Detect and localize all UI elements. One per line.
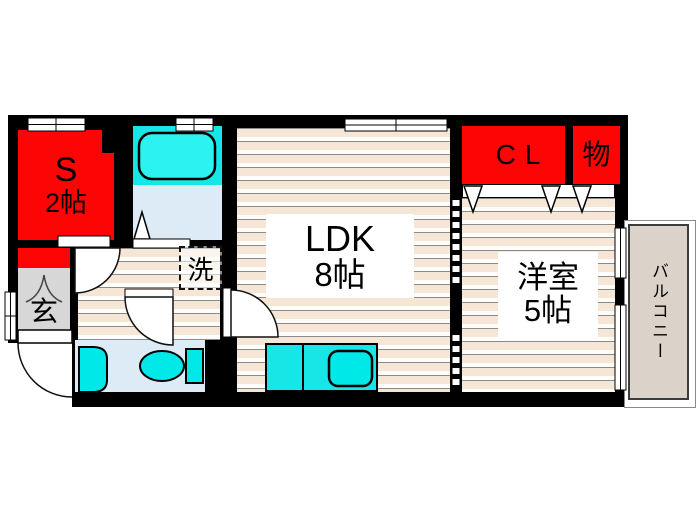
closet-cl xyxy=(462,126,565,184)
wall-notch xyxy=(102,130,114,153)
room-western-label: 洋室 5帖 xyxy=(498,252,598,338)
bathroom-upper xyxy=(133,126,222,185)
closet-door-track xyxy=(462,184,615,198)
room-ldk-name: LDK xyxy=(304,217,376,259)
balcony-label: バルコニー xyxy=(649,262,668,362)
shoe-cabinet xyxy=(18,248,70,268)
room-s-label: S 2帖 xyxy=(18,140,114,230)
wall-genkan xyxy=(70,248,78,340)
genkan-label: 玄 xyxy=(29,295,58,327)
room-s-name: S xyxy=(54,150,78,189)
room-western-size: 5帖 xyxy=(523,293,573,328)
balcony-floor: バルコニー xyxy=(628,224,689,400)
toilet-room xyxy=(75,340,205,392)
room-ldk-label: LDK 8帖 xyxy=(266,214,414,298)
closet-mono-label: 物 xyxy=(582,139,611,171)
closet-mono xyxy=(573,126,620,184)
balcony: バルコニー xyxy=(624,220,696,408)
room-western-name: 洋室 xyxy=(517,260,579,296)
washer-space: 洗 xyxy=(179,246,222,290)
room-ldk-size: 8帖 xyxy=(314,255,366,293)
room-s-size: 2帖 xyxy=(44,187,88,218)
entrance-exterior xyxy=(8,343,72,407)
bathroom-lower xyxy=(133,185,222,240)
room-s xyxy=(18,130,114,240)
kitchen-counter-icon xyxy=(265,343,378,392)
washer-label: 洗 xyxy=(187,254,214,285)
closet-cl-label: CL xyxy=(495,139,550,171)
